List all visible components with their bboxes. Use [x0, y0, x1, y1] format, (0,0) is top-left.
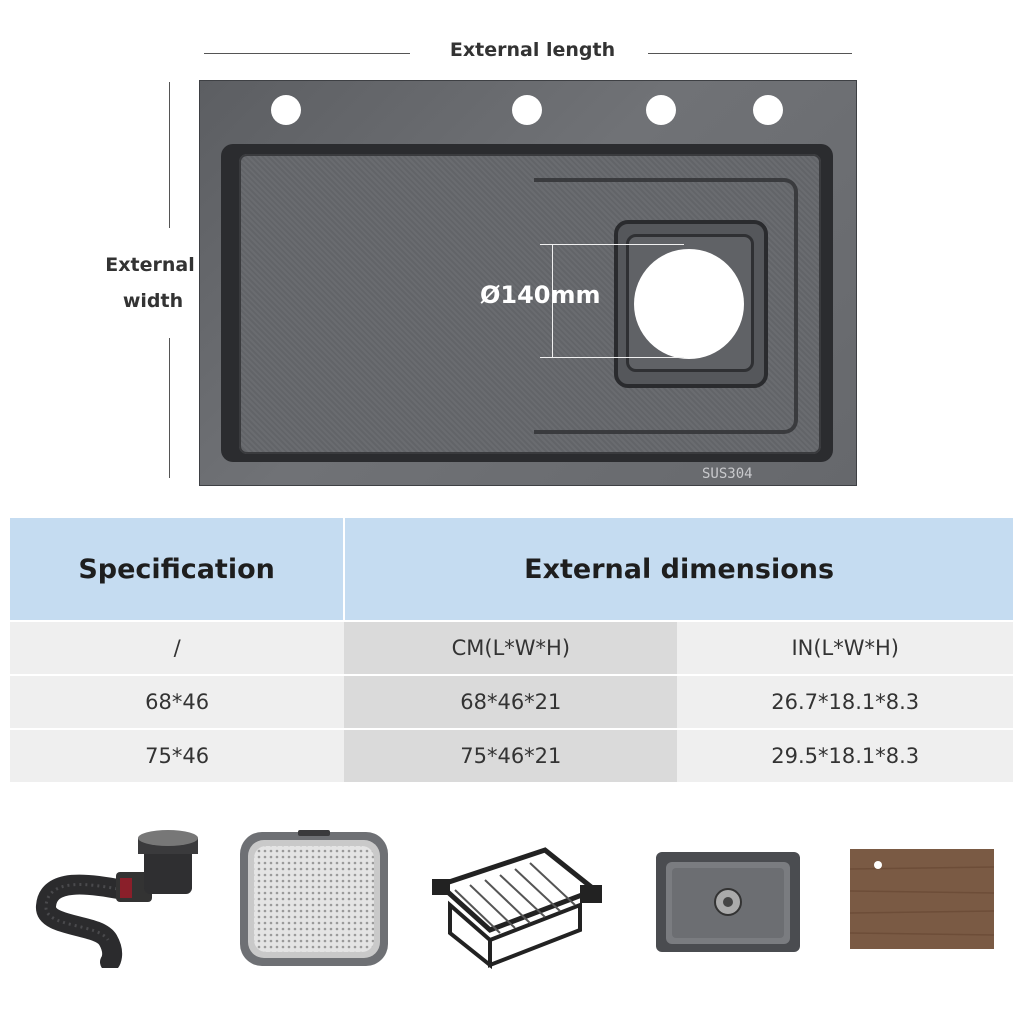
external-width-label-line2: width [122, 290, 184, 312]
diameter-marker-vertical [552, 244, 553, 358]
table-cell: 29.5*18.1*8.3 [677, 728, 1013, 782]
table-cell: 68*46*21 [344, 674, 678, 729]
table-cell: 75*46*21 [344, 728, 678, 782]
table-cell: IN(L*W*H) [677, 620, 1013, 675]
small-basin-icon [656, 852, 800, 952]
faucet-hole [512, 95, 542, 125]
faucet-hole [271, 95, 301, 125]
table-row: 68*46 68*46*21 26.7*18.1*8.3 [10, 674, 1013, 729]
width-line-bottom [169, 338, 170, 478]
table-cell: CM(L*W*H) [344, 620, 678, 675]
header-specification: Specification [10, 518, 345, 621]
faucet-hole [753, 95, 783, 125]
dish-rack-basket-icon [432, 847, 602, 970]
external-length-label: External length [449, 39, 616, 61]
width-line-top [169, 82, 170, 228]
table-row: 75*46 75*46*21 29.5*18.1*8.3 [10, 728, 1013, 782]
table-cell: 75*46 [10, 728, 345, 782]
table-header-row: Specification External dimensions [10, 518, 1013, 621]
header-external-dimensions: External dimensions [343, 518, 1013, 621]
table-cell: 68*46 [10, 674, 345, 729]
drain-pipe-icon [36, 830, 198, 968]
drain-hole [634, 249, 744, 359]
step-shelf [534, 178, 798, 434]
drain-diameter-label: Ø140mm [480, 281, 601, 309]
table-cell: 26.7*18.1*8.3 [677, 674, 1013, 729]
table-subheader-row: / CM(L*W*H) IN(L*W*H) [10, 620, 1013, 675]
faucet-hole [646, 95, 676, 125]
length-line-right [648, 53, 852, 54]
drain-frame [614, 220, 768, 388]
specification-table: Specification External dimensions / CM(L… [10, 518, 1013, 782]
length-line-left [204, 53, 410, 54]
diameter-marker-top [540, 244, 684, 245]
external-width-label-line1: External [105, 254, 195, 276]
drain-frame-inner [626, 234, 754, 372]
material-mark: SUS304 [702, 466, 753, 482]
sink-top-view [199, 80, 857, 486]
drain-strainer-icon [240, 830, 388, 966]
cutting-board-icon [849, 849, 995, 949]
diameter-marker-bottom [540, 357, 684, 358]
table-cell: / [10, 620, 345, 675]
